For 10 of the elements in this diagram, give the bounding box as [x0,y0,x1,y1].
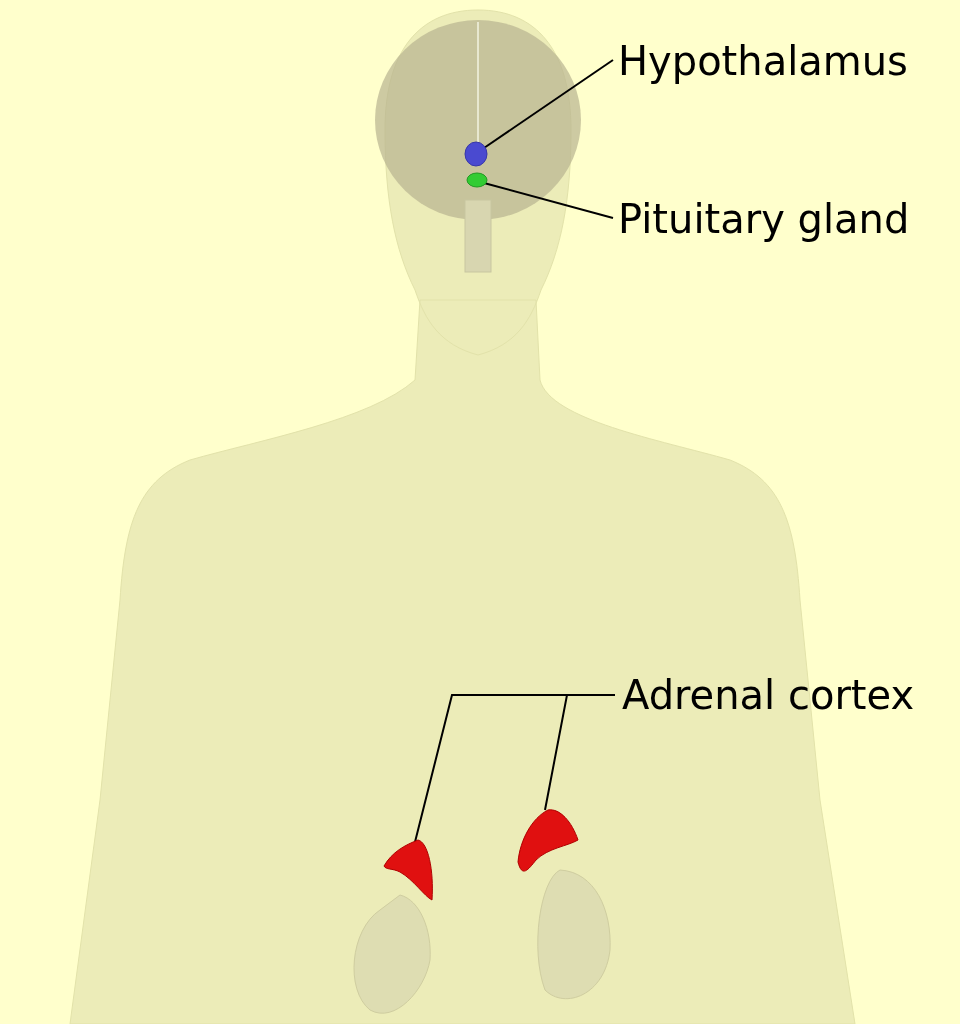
part-label: Pituitary gland [618,196,910,242]
hypothalamus-blob [464,141,488,167]
part-label: Adrenal cortex [622,672,915,718]
pituitary-blob [466,172,488,188]
adrenal-gland [383,839,433,901]
leader-line [483,59,614,149]
leader-line [544,694,616,811]
leader-line [483,182,614,219]
part-label: Hypothalamus [618,38,908,84]
adrenal-gland [517,809,579,872]
